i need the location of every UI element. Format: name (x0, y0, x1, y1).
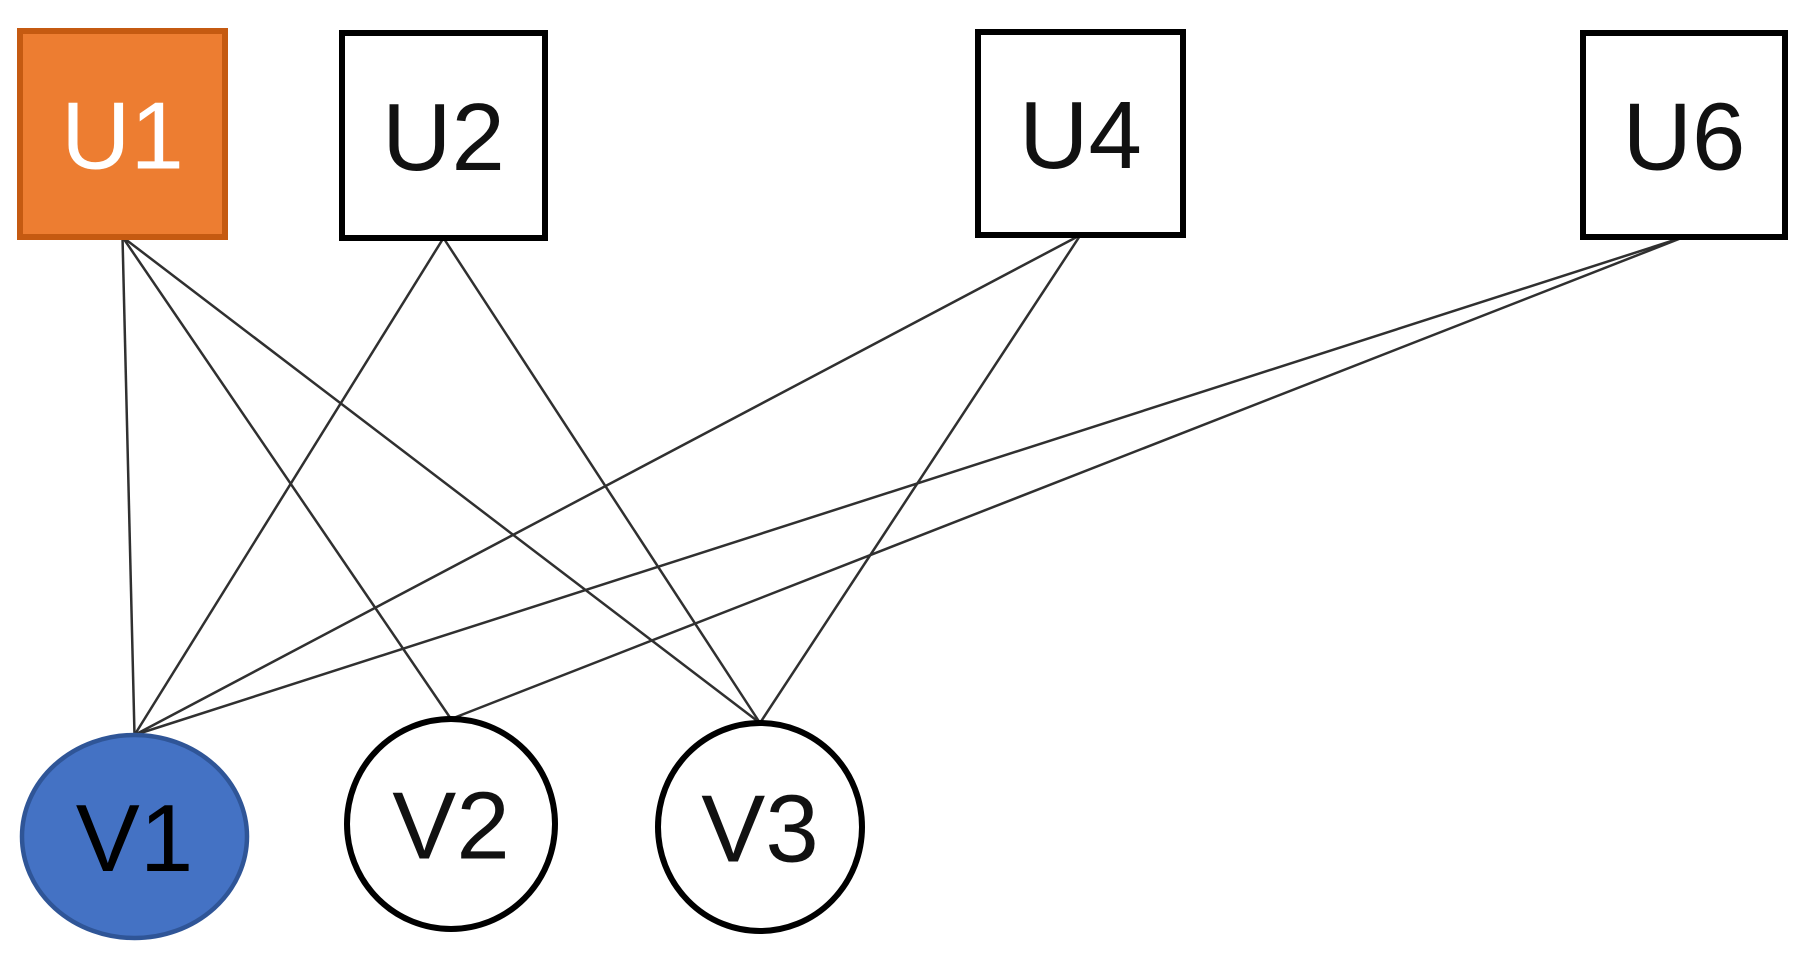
node-V1-label: V1 (76, 785, 193, 892)
edge-U6-V1 (134, 235, 1685, 737)
edge-U2-V3 (442, 237, 762, 724)
edge-U1-V1 (121, 236, 136, 736)
node-V1-circle (19, 732, 250, 941)
edge-U4-V1 (133, 233, 1082, 737)
node-U2: U2 (339, 30, 548, 241)
node-V2: V2 (344, 716, 558, 932)
edge-U4-V3 (758, 234, 1082, 724)
node-U4-label: U4 (1019, 82, 1142, 189)
edge-U1-V2 (121, 236, 453, 720)
node-U6-square (1580, 30, 1788, 240)
node-U1-square (17, 28, 228, 240)
node-U1-label: U1 (61, 83, 184, 190)
edge-layer (121, 233, 1685, 737)
node-U4: U4 (975, 29, 1186, 238)
node-V3-circle (655, 720, 865, 934)
node-V3: V3 (655, 720, 865, 934)
node-U2-label: U2 (382, 84, 505, 191)
node-U6: U6 (1580, 30, 1788, 240)
node-V2-label: V2 (392, 773, 509, 880)
node-V2-circle (344, 716, 558, 932)
node-U6-label: U6 (1623, 84, 1746, 191)
node-V3-label: V3 (701, 776, 818, 883)
edge-U2-V1 (133, 237, 445, 736)
node-U4-square (975, 29, 1186, 238)
edge-U1-V3 (121, 236, 761, 724)
node-V1: V1 (19, 732, 250, 941)
edge-U6-V2 (450, 235, 1685, 721)
node-U2-square (339, 30, 548, 241)
node-U1: U1 (17, 28, 228, 240)
